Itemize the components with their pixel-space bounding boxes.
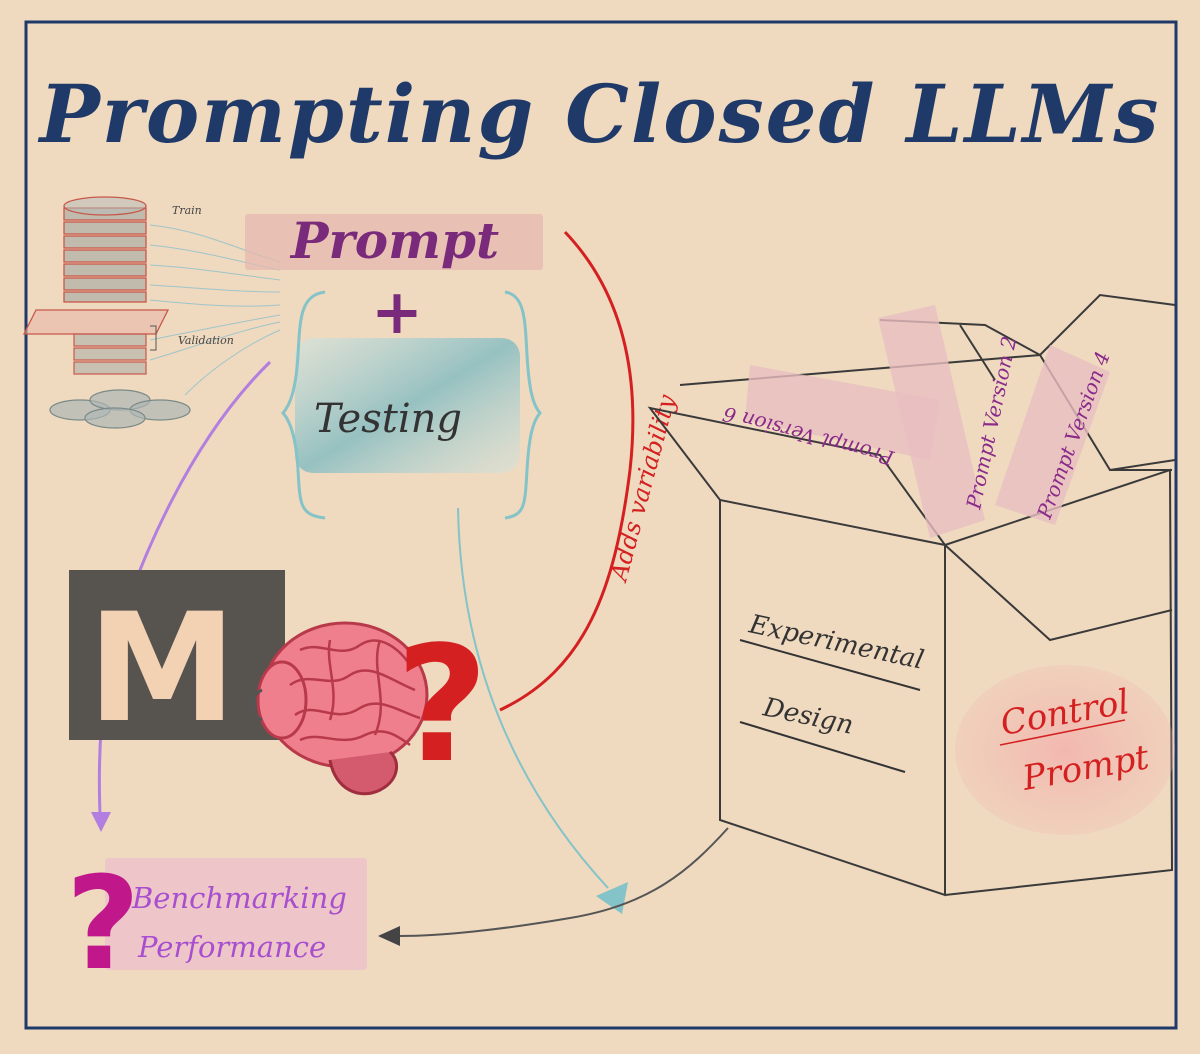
dataset-stack-icon <box>22 196 281 429</box>
testing-wash <box>295 338 520 473</box>
brain-icon <box>251 621 429 796</box>
prompt-highlight <box>245 214 543 270</box>
control-underline <box>999 719 1126 746</box>
box-label-design: Design <box>760 692 857 741</box>
red-question-mark: ? <box>396 611 489 798</box>
box-underline-2 <box>739 721 906 773</box>
right-brace <box>504 290 542 520</box>
teal-arrow-line <box>457 507 609 889</box>
prompt-slip-3 <box>995 345 1110 525</box>
page-title: Prompting Closed LLMs <box>38 67 1161 161</box>
teal-arrowhead <box>596 882 628 914</box>
plus-symbol: + <box>371 275 423 348</box>
testing-label: Testing <box>314 396 462 442</box>
variability-arc <box>499 230 635 712</box>
prompt-slip-1 <box>745 365 940 460</box>
validation-label: Validation <box>178 334 234 347</box>
prompt-slip-2 <box>878 305 985 538</box>
model-icon-letter: M <box>87 582 236 756</box>
benchmark-highlight <box>105 858 367 970</box>
purple-arrowhead <box>91 812 111 832</box>
train-label: Train <box>172 204 202 217</box>
variability-label: Adds variability <box>604 391 681 585</box>
control-prompt-wash <box>955 665 1175 835</box>
box-underline-1 <box>739 639 921 691</box>
return-arrow-line <box>399 827 729 937</box>
prompt-label: Prompt <box>289 211 499 270</box>
model-icon-bg <box>69 570 285 740</box>
benchmark-line-1: Benchmarking <box>131 881 347 915</box>
benchmark-question-mark: ? <box>66 850 140 999</box>
frame-border <box>24 20 1178 1030</box>
return-arrowhead <box>378 926 400 946</box>
left-brace <box>281 290 326 520</box>
benchmark-line-2: Performance <box>137 930 326 964</box>
